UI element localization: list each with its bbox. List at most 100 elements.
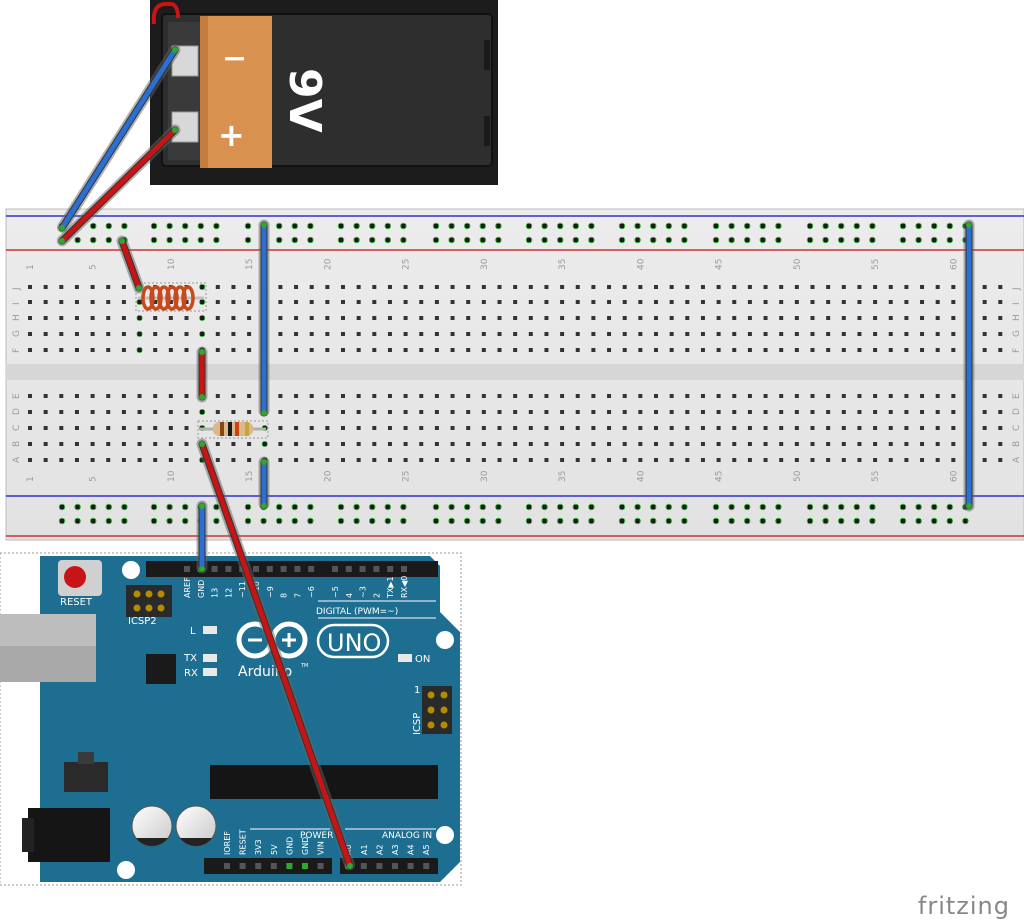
rail-hole[interactable] (760, 519, 765, 523)
breadboard-hole[interactable] (732, 442, 737, 446)
breadboard-hole[interactable] (888, 332, 893, 336)
rail-hole[interactable] (292, 224, 297, 228)
breadboard-hole[interactable] (654, 410, 658, 414)
breadboard-hole[interactable] (325, 300, 330, 304)
breadboard-hole[interactable] (121, 394, 126, 398)
breadboard-hole[interactable] (528, 300, 533, 304)
breadboard-hole[interactable] (466, 458, 471, 462)
breadboard-hole[interactable] (356, 426, 361, 430)
wire-a0-signal[interactable] (199, 441, 353, 869)
rail-hole[interactable] (745, 224, 750, 228)
breadboard-hole[interactable] (403, 348, 408, 352)
rail-hole[interactable] (246, 238, 250, 242)
breadboard-hole[interactable] (638, 426, 643, 430)
breadboard-hole[interactable] (325, 410, 330, 414)
header-pin[interactable] (401, 566, 407, 572)
breadboard-hole[interactable] (747, 316, 752, 320)
breadboard-hole[interactable] (372, 426, 377, 430)
rail-hole[interactable] (729, 238, 734, 242)
breadboard-hole[interactable] (372, 410, 377, 414)
breadboard-hole[interactable] (387, 442, 392, 446)
rail-hole[interactable] (901, 238, 905, 242)
breadboard-hole[interactable] (560, 300, 565, 304)
header-pin[interactable] (270, 863, 277, 869)
breadboard-hole[interactable] (356, 285, 361, 289)
breadboard-hole[interactable] (341, 426, 345, 430)
breadboard-hole[interactable] (325, 332, 330, 336)
breadboard-hole[interactable] (841, 316, 846, 320)
breadboard-hole[interactable] (841, 410, 846, 414)
breadboard-hole[interactable] (716, 426, 721, 430)
breadboard-hole[interactable] (121, 332, 126, 336)
breadboard-hole[interactable] (935, 300, 940, 304)
breadboard-hole[interactable] (231, 410, 236, 414)
breadboard-hole[interactable] (700, 426, 705, 430)
breadboard-hole[interactable] (28, 458, 32, 462)
breadboard-hole[interactable] (372, 442, 377, 446)
breadboard-hole[interactable] (794, 442, 799, 446)
breadboard-hole[interactable] (387, 300, 392, 304)
breadboard-hole[interactable] (403, 394, 408, 398)
breadboard-hole[interactable] (434, 300, 439, 304)
header-pin[interactable] (423, 863, 430, 869)
breadboard-hole[interactable] (90, 442, 95, 446)
breadboard-hole[interactable] (466, 285, 471, 289)
rail-hole[interactable] (916, 505, 921, 509)
breadboard-hole[interactable] (121, 285, 126, 289)
breadboard-hole[interactable] (732, 426, 737, 430)
breadboard-hole[interactable] (309, 300, 314, 304)
rail-hole[interactable] (292, 238, 297, 242)
rail-hole[interactable] (760, 224, 765, 228)
rail-hole[interactable] (589, 505, 594, 509)
breadboard-hole[interactable] (716, 458, 721, 462)
breadboard-hole[interactable] (90, 300, 95, 304)
breadboard-hole[interactable] (434, 394, 439, 398)
breadboard-hole[interactable] (607, 285, 612, 289)
breadboard-hole[interactable] (951, 426, 956, 430)
breadboard-hole[interactable] (372, 458, 377, 462)
breadboard-hole[interactable] (998, 285, 1003, 289)
breadboard-hole[interactable] (450, 426, 455, 430)
breadboard-hole[interactable] (982, 285, 987, 289)
rail-hole[interactable] (91, 238, 96, 242)
breadboard-hole[interactable] (638, 348, 643, 352)
breadboard-hole[interactable] (419, 426, 424, 430)
breadboard-hole[interactable] (247, 332, 252, 336)
breadboard-hole[interactable] (74, 332, 79, 336)
breadboard-hole[interactable] (200, 300, 205, 304)
header-pin[interactable] (345, 566, 352, 572)
breadboard-hole[interactable] (951, 458, 956, 462)
breadboard-hole[interactable] (607, 410, 612, 414)
breadboard-hole[interactable] (497, 394, 502, 398)
breadboard-hole[interactable] (513, 300, 518, 304)
breadboard-hole[interactable] (857, 285, 862, 289)
rail-hole[interactable] (527, 238, 531, 242)
breadboard-hole[interactable] (513, 410, 518, 414)
breadboard-hole[interactable] (153, 442, 158, 446)
breadboard-hole[interactable] (700, 300, 705, 304)
rail-hole[interactable] (776, 505, 781, 509)
breadboard-hole[interactable] (873, 426, 878, 430)
breadboard-hole[interactable] (153, 458, 158, 462)
rail-hole[interactable] (558, 505, 563, 509)
breadboard-hole[interactable] (544, 410, 549, 414)
breadboard-hole[interactable] (716, 332, 721, 336)
breadboard-hole[interactable] (560, 285, 565, 289)
rail-hole[interactable] (152, 224, 156, 228)
rail-hole[interactable] (167, 238, 172, 242)
breadboard-hole[interactable] (106, 332, 111, 336)
breadboard-hole[interactable] (700, 285, 705, 289)
breadboard-hole[interactable] (43, 348, 48, 352)
breadboard-hole[interactable] (168, 332, 173, 336)
rail-hole[interactable] (542, 238, 547, 242)
breadboard-hole[interactable] (497, 316, 502, 320)
breadboard-hole[interactable] (450, 285, 455, 289)
breadboard-hole[interactable] (591, 394, 596, 398)
breadboard-hole[interactable] (575, 285, 580, 289)
breadboard-hole[interactable] (888, 458, 893, 462)
breadboard-hole[interactable] (888, 442, 893, 446)
breadboard-hole[interactable] (74, 348, 79, 352)
rail-hole[interactable] (449, 238, 454, 242)
breadboard-hole[interactable] (262, 442, 267, 446)
breadboard-hole[interactable] (575, 332, 580, 336)
